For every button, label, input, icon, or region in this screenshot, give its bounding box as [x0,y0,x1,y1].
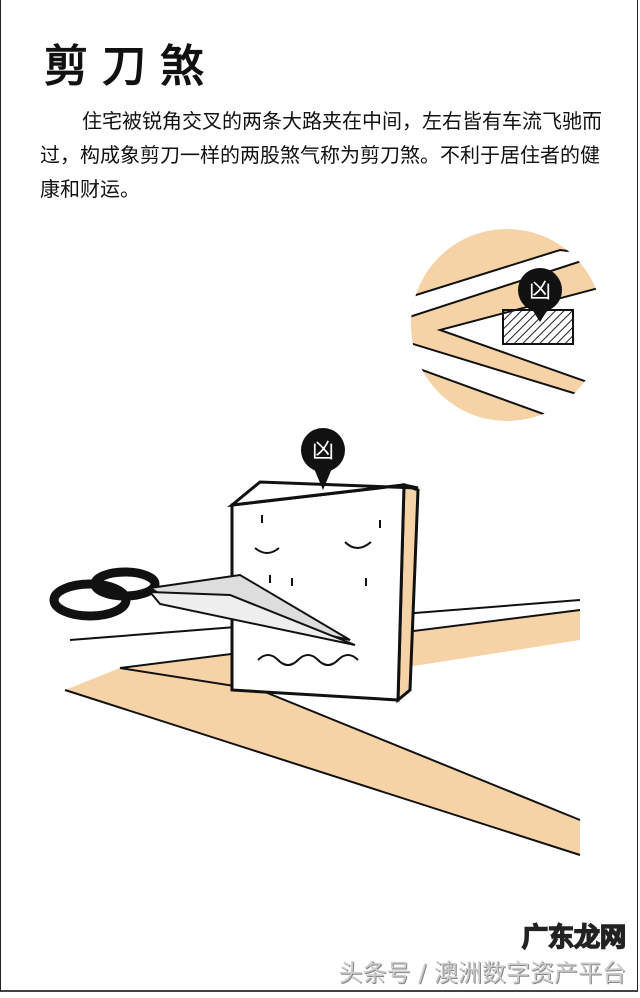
ominous-marker-icon: 凶 [518,268,562,322]
scissors-icon [49,567,356,646]
svg-text:凶: 凶 [312,439,334,464]
house-character [227,480,420,704]
svg-text:凶: 凶 [529,279,551,304]
ominous-marker-icon: 凶 [301,428,345,490]
watermark-overlay: 广东龙网 [521,922,627,954]
page-title: 剪刀煞 [44,41,218,92]
watermark-source: 头条号 / 澳洲数字资产平台 [338,959,626,987]
inset-map-diagram: 凶 [411,229,603,421]
description-paragraph: 住宅被锐角交叉的两条大路夹在中间，左右皆有车流飞驰而过，构成象剪刀一样的两股煞气… [40,109,602,201]
